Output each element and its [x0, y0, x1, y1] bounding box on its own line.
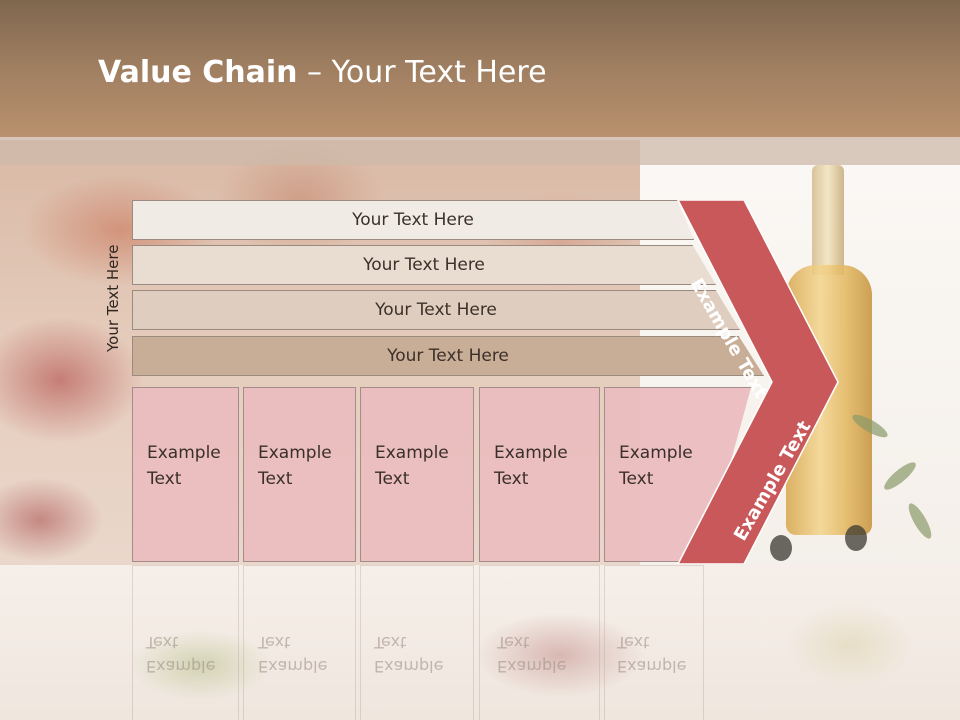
value-row-2: Your Text Here — [132, 245, 716, 285]
box-line: Text — [494, 469, 529, 489]
box-line: Text — [147, 469, 182, 489]
box-line: Example — [258, 443, 332, 463]
title-rest: – Your Text Here — [297, 55, 547, 90]
box-line: Text — [619, 469, 654, 489]
row-label: Your Text Here — [363, 255, 485, 275]
reflection-box — [360, 565, 474, 720]
box-line: Example — [375, 443, 449, 463]
value-row-1: Your Text Here — [132, 200, 694, 240]
row-label: Your Text Here — [375, 300, 497, 320]
value-row-4: Your Text Here — [132, 336, 764, 376]
reflection-box — [479, 565, 600, 720]
olive-icon — [770, 535, 792, 561]
title-bold: Value Chain — [98, 55, 298, 90]
header-band — [0, 137, 960, 165]
side-label: Your Text Here — [104, 244, 122, 352]
box-line: Example — [494, 443, 568, 463]
header-bar — [0, 0, 960, 137]
reflection-box — [243, 565, 356, 720]
row-label: Your Text Here — [352, 210, 474, 230]
value-row-3: Your Text Here — [132, 290, 740, 330]
reflection-box — [132, 565, 239, 720]
olive-icon — [845, 525, 867, 551]
reflection-area — [0, 565, 960, 720]
box-line: Text — [375, 469, 410, 489]
box-line: Example — [619, 443, 693, 463]
margin-chevron — [677, 200, 839, 564]
box-line: Text — [258, 469, 293, 489]
page-title: Value Chain – Your Text Here — [98, 55, 547, 90]
reflection-box — [604, 565, 704, 720]
row-label: Your Text Here — [387, 346, 509, 366]
box-line: Example — [147, 443, 221, 463]
